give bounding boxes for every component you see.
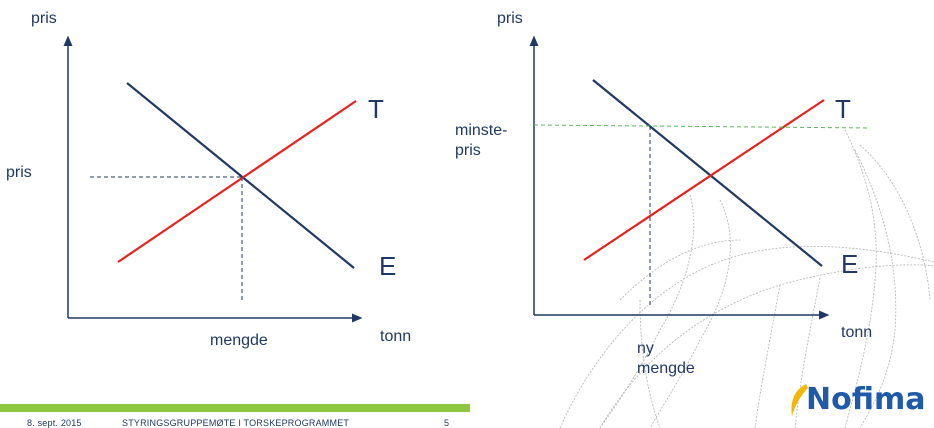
right-demand-label: E [841,249,859,279]
footer-page-number: 5 [444,418,450,428]
logo-text: Nofima [806,382,926,417]
right-demand-curve [592,79,823,267]
right-supply-label: T [835,94,851,124]
logo-swoosh-icon [791,384,808,416]
right-min-price-label: minste- pris [455,122,508,159]
footer-date: 8. sept. 2015 [27,418,82,428]
left-demand-label: E [379,251,397,281]
right-new-quantity-label: ny mengde [637,340,695,377]
left-price-marker: pris [6,164,32,181]
left-supply-label: T [368,94,384,124]
left-demand-curve [126,82,355,269]
nofima-logo: Nofima [786,380,931,420]
right-x-axis-label: tonn [841,324,873,341]
left-supply-curve [117,100,357,263]
footer-title: STYRINGSGRUPPEMØTE I TORSKEPROGRAMMET [122,418,350,428]
right-min-price-line [533,124,871,129]
right-y-axis-label: pris [497,10,523,27]
footer-bar [0,404,470,412]
left-quantity-marker: mengde [210,332,268,349]
left-y-axis-label: pris [31,10,57,27]
left-x-axis-label: tonn [380,328,412,345]
right-supply-curve [583,99,825,261]
